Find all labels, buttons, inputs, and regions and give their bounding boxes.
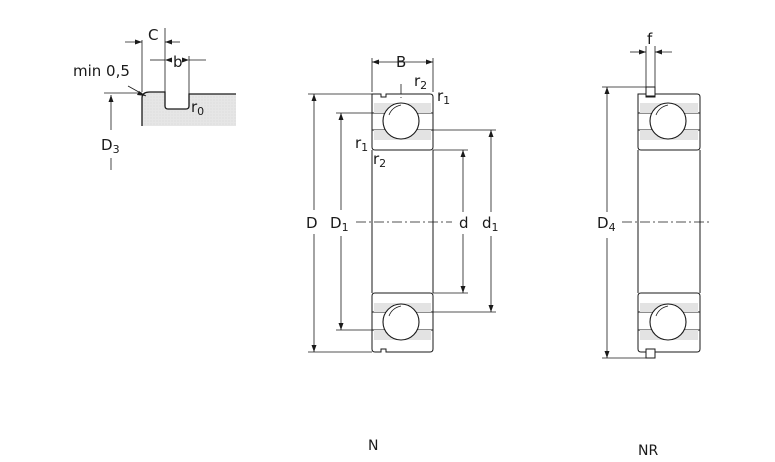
bearing-nr-snap-ring-bottom xyxy=(645,348,656,359)
groove-section-shading xyxy=(142,92,236,126)
bearing-n-label-r1-mid: r1 xyxy=(355,134,368,154)
bearing-n-label-b: B xyxy=(396,53,406,71)
bearing-nr-snap-ring-top xyxy=(645,86,656,97)
bearing-n-label-r2-top: r2 xyxy=(414,72,427,92)
bearing-n-outer-ring-bottom xyxy=(371,329,434,353)
bearing-nr-inner-ring-top xyxy=(637,129,701,151)
bearing-n-caption: N xyxy=(368,438,378,454)
bearing-nr-outer-ring-top xyxy=(637,93,701,114)
bearing-nr-label-f: f xyxy=(647,30,653,48)
groove-label-b: b xyxy=(173,53,183,71)
bearing-n-ball-top xyxy=(382,102,420,140)
bearing-n-label-r1-top: r1 xyxy=(437,87,450,107)
bearing-nr-label-d4: D4 xyxy=(597,214,616,234)
bearing-n-label-d1: D1 xyxy=(330,214,349,234)
groove-label-c: C xyxy=(148,26,158,44)
bearing-n-inner-ring-top xyxy=(371,129,434,151)
groove-profile xyxy=(141,91,236,126)
bearing-n: B r2 r1 r1 r2 D D1 d xyxy=(306,53,499,454)
bearing-nr-ball-bottom xyxy=(649,303,687,341)
bearing-n-label-d1-inner: d1 xyxy=(482,214,499,234)
bearing-n-ball-bottom xyxy=(382,303,420,341)
groove-label-r0: r0 xyxy=(191,98,204,118)
groove-label-min: min 0,5 xyxy=(73,62,130,80)
bearing-nr-caption: NR xyxy=(638,443,658,459)
bearing-nr-inner-ring-bottom xyxy=(637,292,701,313)
groove-detail: C b min 0,5 r0 D3 xyxy=(73,26,236,170)
groove-label-d3: D3 xyxy=(101,136,120,156)
bearing-nr: f D4 NR xyxy=(597,30,712,459)
bearing-n-inner-ring-bottom xyxy=(371,292,434,313)
bearing-nr-ball-top xyxy=(649,102,687,140)
bearing-n-label-r2-mid: r2 xyxy=(373,150,386,170)
bearing-n-label-d: D xyxy=(306,214,318,232)
bearing-n-outer-ring-top xyxy=(371,93,434,114)
bearing-n-label-bore: d xyxy=(459,214,469,232)
